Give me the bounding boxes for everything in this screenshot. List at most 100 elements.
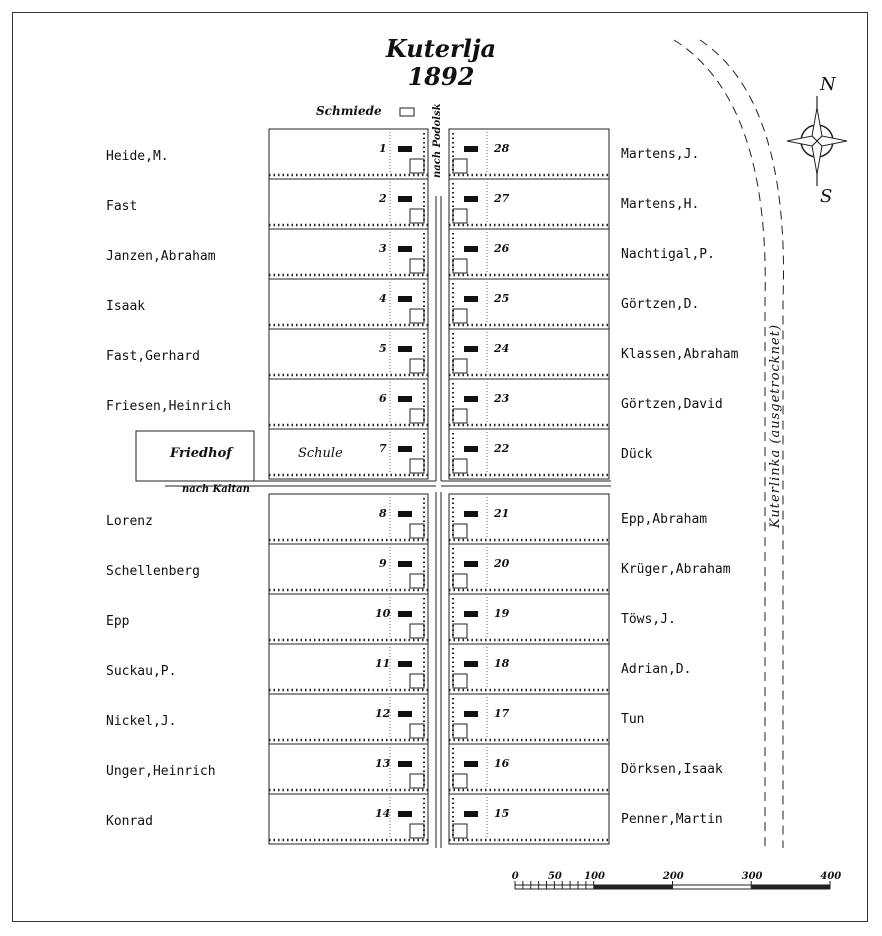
plot-number: 13	[375, 757, 391, 770]
plot-right	[448, 543, 610, 595]
house-left	[398, 561, 412, 567]
barn-right	[452, 258, 468, 274]
house-right	[464, 511, 478, 517]
owner-name-right: Epp,Abraham	[621, 512, 708, 527]
compass-north-label: N	[820, 74, 836, 95]
river-bank	[699, 39, 784, 848]
plot-number: 28	[494, 142, 510, 155]
barn-left	[409, 408, 425, 424]
scale-bar-segment	[751, 885, 830, 889]
smithy-building	[399, 107, 415, 117]
plot-right	[448, 178, 610, 230]
house-right	[464, 661, 478, 667]
cemetery-boundary	[135, 430, 255, 482]
barn-right	[452, 158, 468, 174]
plot-number: 23	[494, 392, 510, 405]
river-label: Kuterlinka (ausgetrocknet)	[768, 323, 783, 528]
plot-right	[448, 278, 610, 330]
owner-name-right: Martens,J.	[621, 147, 700, 162]
plot-left	[268, 278, 429, 330]
house-left	[398, 811, 412, 817]
owner-name-left: Fast,Gerhard	[106, 349, 200, 364]
plot-number: 26	[494, 242, 510, 255]
plot-number: 2	[379, 192, 387, 205]
barn-left	[409, 358, 425, 374]
plot-left	[268, 543, 429, 595]
barn-right	[452, 458, 468, 474]
plot-number: 19	[494, 607, 510, 620]
plot-right	[448, 128, 610, 180]
plot-number: 9	[379, 557, 387, 570]
barn-right	[452, 408, 468, 424]
barn-right	[452, 773, 468, 789]
barn-left	[409, 573, 425, 589]
barn-left	[409, 773, 425, 789]
owner-name-right: Klassen,Abraham	[621, 347, 739, 362]
smithy-label: Schmiede	[316, 104, 382, 118]
house-right	[464, 446, 478, 452]
plot-left	[268, 643, 429, 695]
owner-name-right: Görtzen,David	[621, 397, 723, 412]
barn-left	[409, 823, 425, 839]
house-right	[464, 811, 478, 817]
plot-number: 22	[494, 442, 510, 455]
scale-bar-label: 300	[741, 871, 763, 882]
house-left	[398, 146, 412, 152]
barn-left	[409, 673, 425, 689]
plot-right	[448, 378, 610, 430]
plot-right	[448, 793, 610, 845]
house-left	[398, 661, 412, 667]
road-west-label: nach Kaltan	[182, 484, 250, 495]
plot-right	[448, 493, 610, 545]
house-right	[464, 711, 478, 717]
compass-south-label: S	[820, 186, 833, 207]
house-left	[398, 346, 412, 352]
plot-left	[268, 793, 429, 845]
plot-number: 5	[379, 342, 387, 355]
owner-name-right: Dück	[621, 447, 653, 462]
compass-arrow	[816, 135, 848, 147]
house-left	[398, 246, 412, 252]
plot-left	[268, 493, 429, 545]
barn-left	[409, 523, 425, 539]
cemetery-label: Friedhof	[170, 446, 232, 461]
owner-name-right: Töws,J.	[621, 612, 676, 627]
owner-name-left: Unger,Heinrich	[106, 764, 216, 779]
owner-name-left: Fast	[106, 199, 138, 214]
plot-left	[268, 693, 429, 745]
plot-number: 18	[494, 657, 510, 670]
barn-right	[452, 573, 468, 589]
plot-number: 4	[379, 292, 387, 305]
barn-right	[452, 308, 468, 324]
barn-right	[452, 523, 468, 539]
house-left	[398, 446, 412, 452]
plot-number: 15	[494, 807, 510, 820]
owner-name-left: Nickel,J.	[106, 714, 177, 729]
plot-number: 6	[379, 392, 387, 405]
plot-right	[448, 428, 610, 480]
compass-arrow	[811, 107, 823, 142]
house-right	[464, 246, 478, 252]
plot-left	[268, 593, 429, 645]
house-left	[398, 196, 412, 202]
owner-name-left: Epp	[106, 614, 130, 629]
plot-number: 3	[379, 242, 387, 255]
road-north-label: nach Podolsk	[432, 103, 443, 178]
plot-right	[448, 693, 610, 745]
plot-number: 10	[375, 607, 391, 620]
house-left	[398, 761, 412, 767]
plot-left	[268, 328, 429, 380]
owner-name-right: Martens,H.	[621, 197, 700, 212]
plot-number: 17	[494, 707, 510, 720]
scale-bar-segment	[593, 885, 673, 889]
owner-name-left: Suckau,P.	[106, 664, 177, 679]
house-left	[398, 296, 412, 302]
plot-number: 8	[379, 507, 387, 520]
plot-number: 11	[375, 657, 391, 670]
scale-bar-label: 50	[547, 871, 562, 882]
house-left	[398, 511, 412, 517]
plot-left	[268, 378, 429, 430]
plot-number: 25	[494, 292, 510, 305]
barn-left	[409, 308, 425, 324]
